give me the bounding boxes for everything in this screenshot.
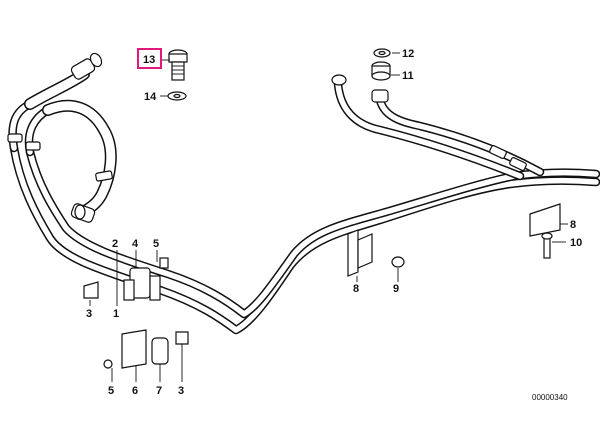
callout-8[interactable]: 8	[353, 283, 359, 295]
left-flexible-hoses	[7, 52, 117, 223]
callout-5[interactable]: 5	[153, 238, 159, 250]
callout-12[interactable]: 12	[402, 48, 414, 60]
bracket-part-8-right	[529, 203, 561, 259]
fuel-line-pipes	[9, 143, 600, 335]
bracket-part-8-center	[347, 229, 405, 277]
callout-14[interactable]: 14	[144, 91, 157, 103]
callout-2[interactable]: 2	[112, 238, 118, 250]
bracket-assembly-left	[83, 257, 169, 301]
callout-1[interactable]: 1	[113, 308, 119, 320]
callout-5-lower[interactable]: 5	[108, 385, 114, 397]
highlight-box-13	[137, 48, 162, 69]
callout-9[interactable]: 9	[393, 283, 399, 295]
callout-11[interactable]: 11	[402, 70, 414, 82]
document-number: 00000340	[532, 393, 568, 402]
callout-10[interactable]: 10	[570, 237, 582, 249]
callout-3-lower[interactable]: 3	[178, 385, 184, 397]
leader-lines	[89, 52, 568, 382]
callout-7[interactable]: 7	[156, 385, 162, 397]
hollow-bolt-part-13	[168, 49, 188, 81]
callout-labels: 13 14 12 11 2 4 5 3 1 8 9 8 10 5 6 7 3	[86, 48, 582, 397]
clip-assembly-lower	[103, 329, 189, 369]
washer-part-14	[167, 91, 187, 101]
callout-3[interactable]: 3	[86, 308, 92, 320]
connector-part-11	[371, 61, 391, 81]
upper-right-pipes	[331, 74, 545, 181]
callout-6[interactable]: 6	[132, 385, 138, 397]
callout-8-right[interactable]: 8	[570, 219, 576, 231]
callout-4[interactable]: 4	[132, 238, 139, 250]
cap-nut-part-12	[373, 48, 391, 58]
callout-13[interactable]: 13	[143, 54, 155, 66]
